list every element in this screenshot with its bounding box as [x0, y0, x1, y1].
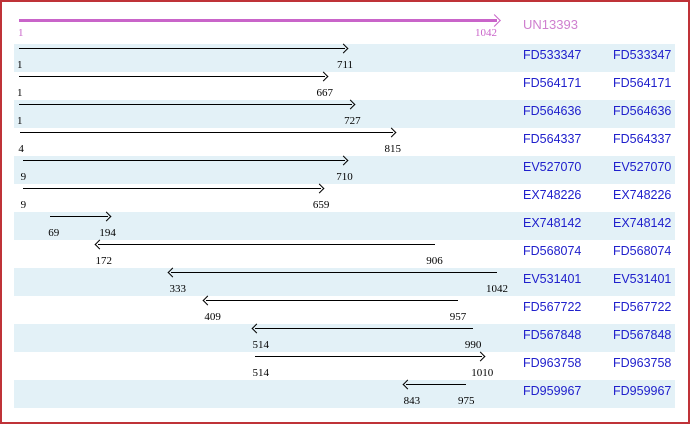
accession-link-secondary[interactable]: FD564337 [613, 132, 672, 146]
end-coordinate: 906 [426, 255, 443, 267]
accession-link[interactable]: FD959967 [523, 384, 582, 398]
accession-link[interactable]: EX748226 [523, 188, 582, 202]
start-coordinate: 69 [48, 227, 60, 239]
start-coordinate: 172 [95, 255, 113, 267]
alignment-arrow [254, 328, 474, 329]
accession-link-secondary[interactable]: FD568074 [613, 244, 672, 258]
accession-link[interactable]: FD568074 [523, 244, 582, 258]
alignment-row: 514 990 FD567848 FD567848 [14, 324, 675, 352]
accession-link-secondary[interactable]: FD564636 [613, 104, 672, 118]
end-coordinate: 667 [316, 87, 334, 99]
reference-label[interactable]: UN13393 [523, 17, 578, 32]
accession-link-secondary[interactable]: FD564171 [613, 76, 672, 90]
accession-link-secondary[interactable]: FD963758 [613, 356, 672, 370]
reference-arrow [19, 19, 497, 22]
alignment-row: 9 710 EV527070 EV527070 [14, 156, 675, 184]
start-coordinate: 514 [252, 367, 270, 379]
accession-link[interactable]: FD564337 [523, 132, 582, 146]
start-coordinate: 1 [17, 115, 23, 127]
alignment-arrow [405, 384, 467, 385]
alignment-row: 1 667 FD564171 FD564171 [14, 72, 675, 100]
start-coordinate: 9 [20, 171, 27, 183]
alignment-arrow [19, 76, 325, 77]
alignment-arrow [22, 188, 322, 189]
alignment-arrow [22, 160, 345, 161]
alignment-row: 514 1010 FD963758 FD963758 [14, 352, 675, 380]
alignment-row: 1 727 FD564636 FD564636 [14, 100, 675, 128]
start-coordinate: 1 [17, 87, 23, 99]
alignment-arrow [171, 272, 497, 273]
alignment-rows: 1 711 FD533347 FD533347 1 667 FD564171 FD564171… [2, 44, 688, 408]
alignment-arrow [50, 216, 108, 217]
accession-link[interactable]: EV527070 [523, 160, 582, 174]
end-coordinate: 1010 [471, 367, 494, 379]
start-coordinate: 514 [252, 339, 270, 351]
alignment-arrow [206, 300, 458, 301]
accession-link-secondary[interactable]: EX748142 [613, 216, 672, 230]
end-coordinate: 975 [457, 395, 475, 407]
end-coordinate: 990 [464, 339, 482, 351]
alignment-row: 1 711 FD533347 FD533347 [14, 44, 675, 72]
accession-link[interactable]: FD567848 [523, 328, 582, 342]
alignment-row: 69 194 EX748142 EX748142 [14, 212, 675, 240]
accession-link[interactable]: EV531401 [523, 272, 582, 286]
alignment-row: 409 957 FD567722 FD567722 [14, 296, 675, 324]
accession-link-secondary[interactable]: EV527070 [613, 160, 672, 174]
alignment-row: 9 659 EX748226 EX748226 [14, 184, 675, 212]
start-coordinate: 9 [20, 199, 27, 211]
alignment-arrow [20, 132, 393, 133]
end-coordinate: 727 [344, 115, 361, 127]
alignment-row: 172 906 FD568074 FD568074 [14, 240, 675, 268]
alignment-arrow [97, 244, 435, 245]
accession-link-secondary[interactable]: FD533347 [613, 48, 672, 62]
alignment-arrow [19, 104, 353, 105]
accession-link-secondary[interactable]: FD567848 [613, 328, 672, 342]
alignment-row: 4 815 FD564337 FD564337 [14, 128, 675, 156]
end-coordinate: 659 [312, 199, 330, 211]
accession-link[interactable]: FD963758 [523, 356, 582, 370]
accession-link-secondary[interactable]: EX748226 [613, 188, 672, 202]
end-coordinate: 194 [99, 227, 116, 239]
start-coordinate: 1 [17, 59, 23, 71]
alignment-arrow [254, 356, 483, 357]
start-coordinate: 843 [403, 395, 421, 407]
alignment-row: 333 1042 EV531401 EV531401 [14, 268, 675, 296]
reference-row: 1 1042 UN13393 [2, 2, 688, 44]
accession-link[interactable]: FD564636 [523, 104, 582, 118]
reference-start-coordinate: 1 [18, 27, 24, 39]
alignment-row: 843 975 FD959967 FD959967 [14, 380, 675, 408]
start-coordinate: 333 [169, 283, 186, 295]
alignment-arrow [19, 48, 345, 49]
accession-link[interactable]: EX748142 [523, 216, 582, 230]
reference-end-coordinate: 1042 [475, 27, 497, 39]
accession-link[interactable]: FD533347 [523, 48, 582, 62]
end-coordinate: 957 [449, 311, 467, 323]
accession-link-secondary[interactable]: EV531401 [613, 272, 672, 286]
accession-link[interactable]: FD567722 [523, 300, 582, 314]
start-coordinate: 4 [18, 143, 24, 155]
end-coordinate: 710 [336, 171, 353, 183]
accession-link-secondary[interactable]: FD959967 [613, 384, 672, 398]
end-coordinate: 711 [336, 59, 354, 71]
start-coordinate: 409 [204, 311, 221, 323]
end-coordinate: 815 [384, 143, 402, 155]
accession-link[interactable]: FD564171 [523, 76, 582, 90]
end-coordinate: 1042 [486, 283, 508, 295]
accession-link-secondary[interactable]: FD567722 [613, 300, 672, 314]
